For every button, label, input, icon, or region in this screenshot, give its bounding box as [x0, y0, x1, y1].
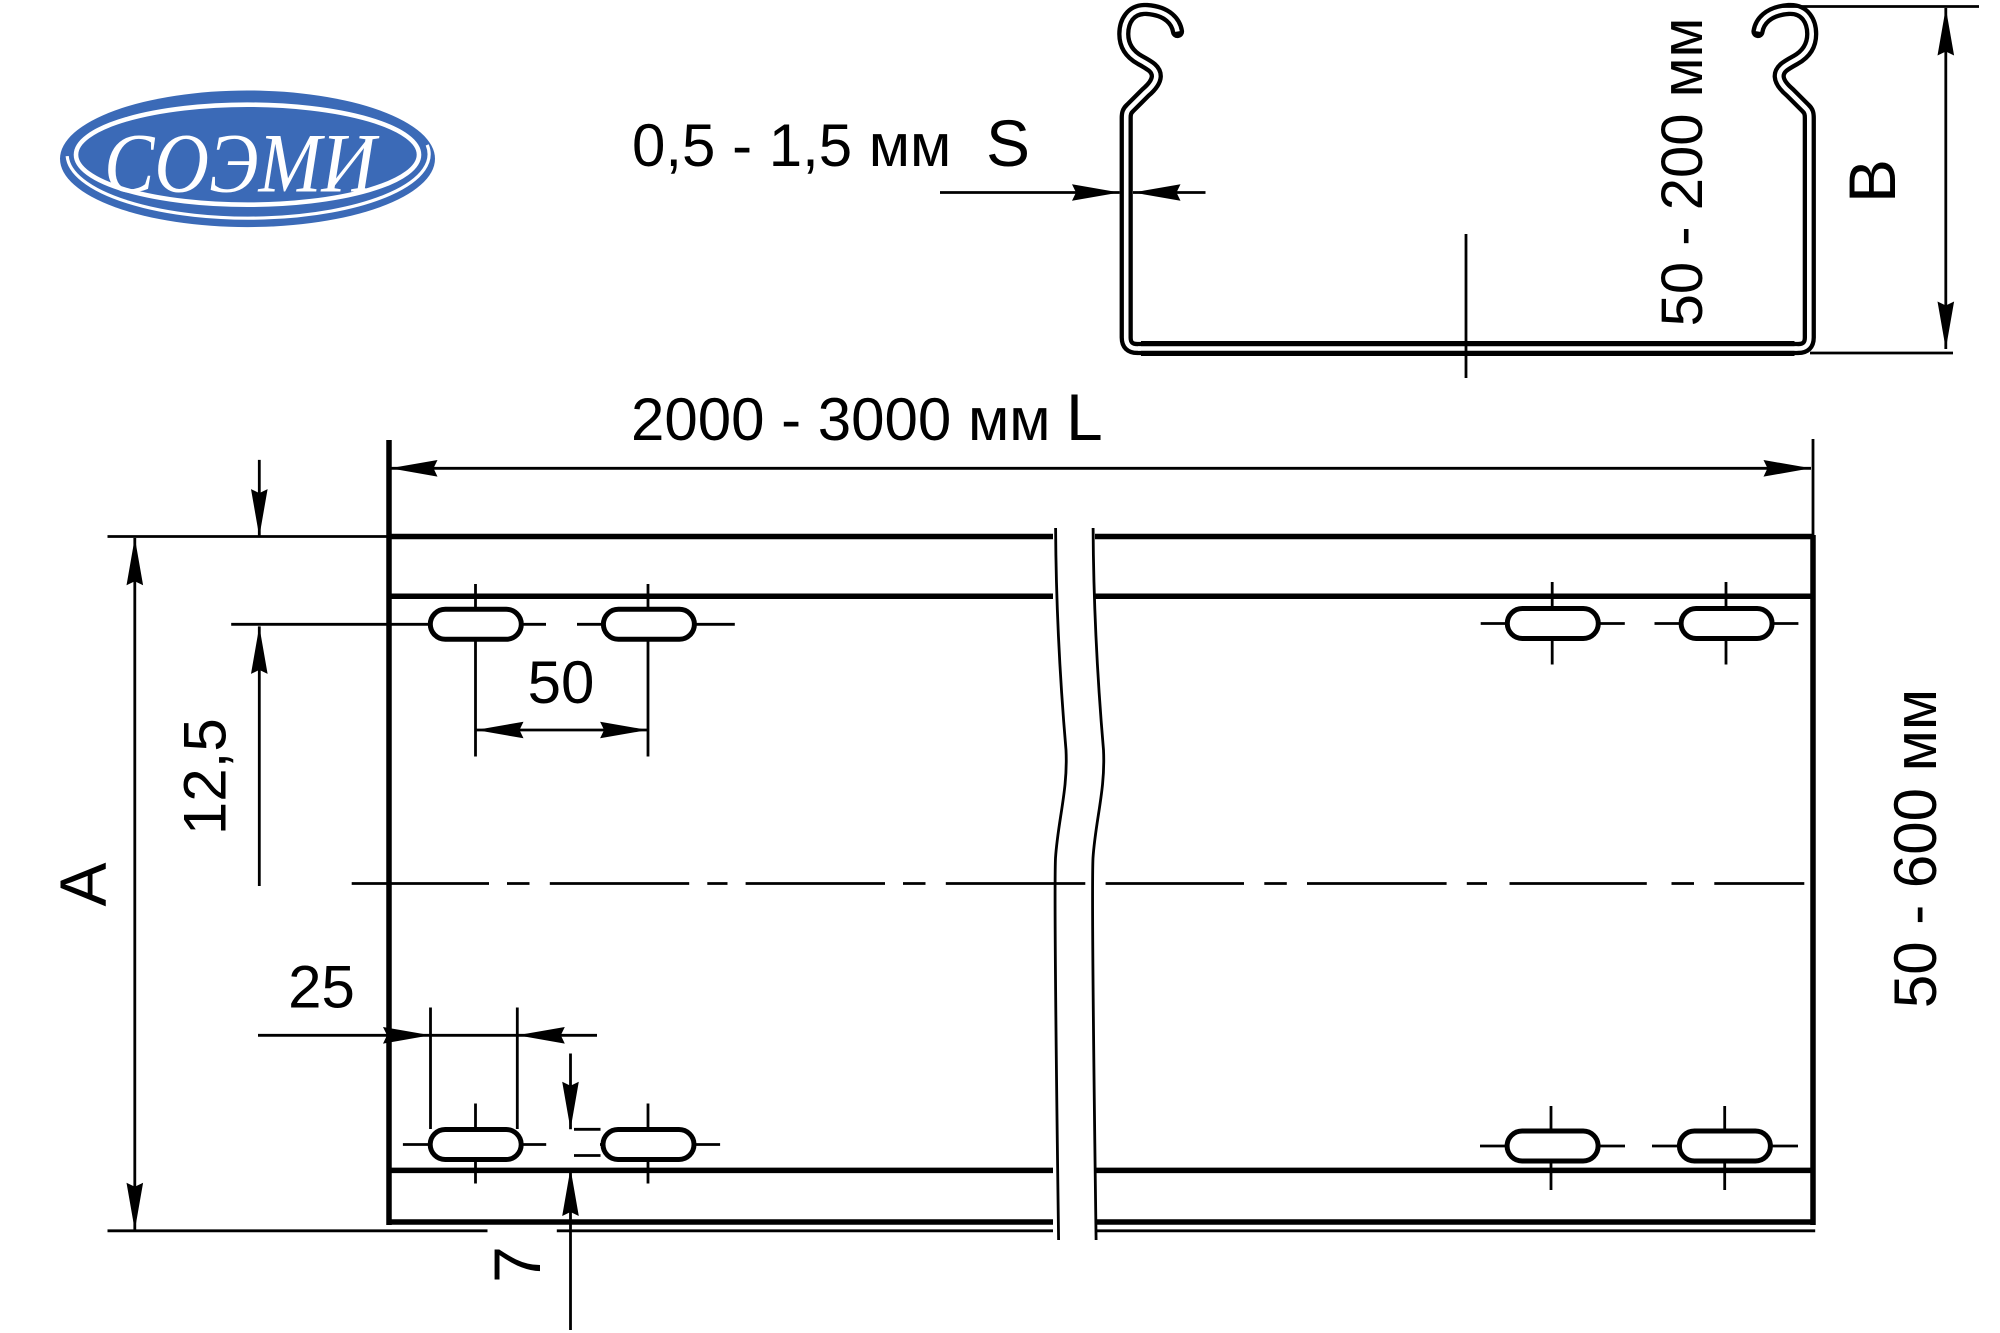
- svg-text:В: В: [1835, 159, 1909, 203]
- svg-text:50: 50: [528, 649, 595, 716]
- svg-text:0,5 - 1,5 мм: 0,5 - 1,5 мм: [632, 112, 951, 179]
- svg-text:50 - 200 мм: 50 - 200 мм: [1650, 18, 1715, 327]
- svg-text:L: L: [1066, 380, 1103, 454]
- svg-text:7: 7: [480, 1246, 554, 1283]
- svg-text:12,5: 12,5: [172, 718, 239, 835]
- svg-text:25: 25: [288, 954, 355, 1021]
- svg-text:S: S: [986, 106, 1030, 180]
- svg-text:2000 - 3000 мм: 2000 - 3000 мм: [631, 386, 1050, 453]
- svg-text:А: А: [46, 862, 120, 906]
- svg-text:СОЭМИ: СОЭМИ: [104, 117, 380, 211]
- svg-text:50 - 600 мм: 50 - 600 мм: [1882, 689, 1949, 1008]
